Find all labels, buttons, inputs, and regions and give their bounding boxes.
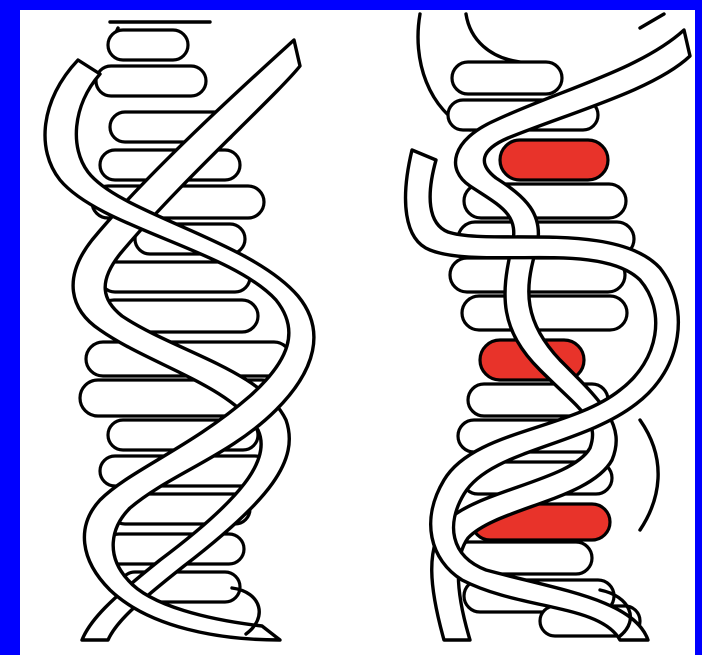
base-pair-rung [108, 30, 188, 60]
base-pair-rung-highlighted [500, 140, 608, 180]
dna-helix-left [45, 22, 314, 640]
dna-helix-right [406, 14, 690, 640]
base-pair-rung [96, 66, 206, 96]
base-pair-rung [462, 296, 627, 330]
base-pair-rung [452, 62, 562, 94]
dna-helix-diagram [20, 10, 695, 655]
